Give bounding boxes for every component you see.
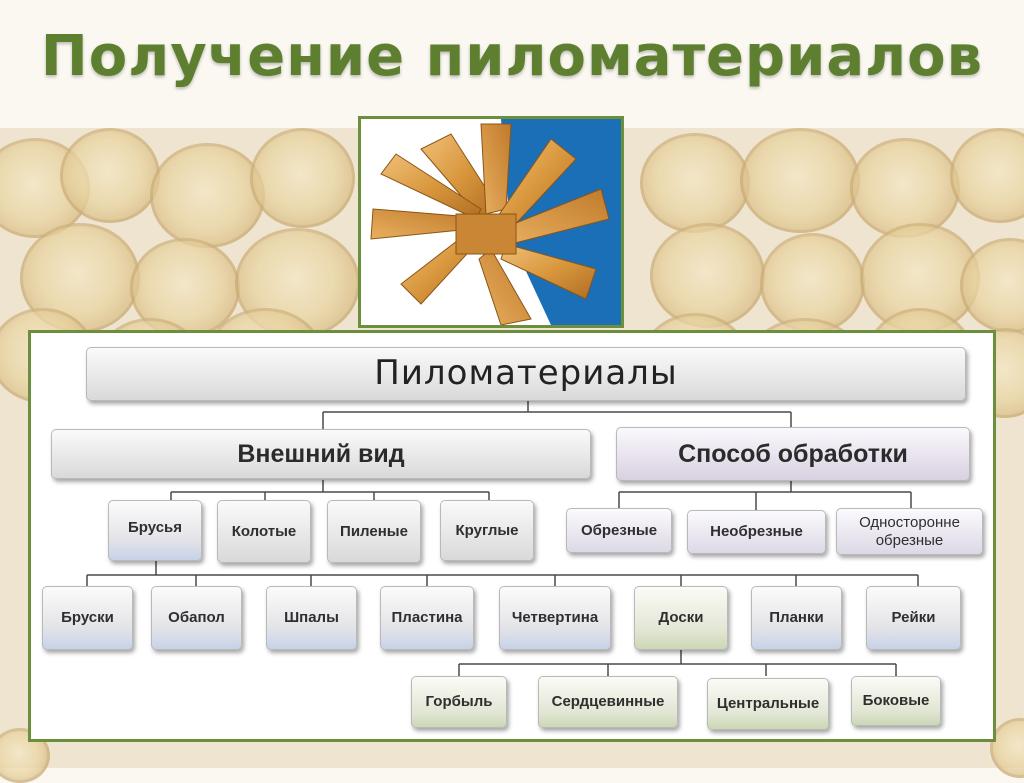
node-doski: Доски — [634, 586, 728, 650]
node-kolotye: Колотые — [217, 500, 311, 563]
node-obreznye: Обрезные — [566, 508, 672, 553]
node-kruglye: Круглые — [440, 500, 534, 561]
node-brusya: Брусья — [108, 500, 202, 561]
root-node: Пиломатериалы — [86, 347, 966, 401]
node-neobreznye: Необрезные — [687, 510, 826, 554]
lumber-classification-diagram: Пиломатериалы Внешний вид Способ обработ… — [28, 330, 996, 742]
category-processing: Способ обработки — [616, 427, 970, 481]
node-reiki: Рейки — [866, 586, 961, 650]
node-chetvertina: Четвертина — [499, 586, 611, 650]
node-bruski: Бруски — [42, 586, 133, 650]
lumber-illustration — [358, 116, 624, 328]
node-bokovye: Боковые — [851, 676, 941, 726]
node-serdtsevinnye: Сердцевинные — [538, 676, 678, 728]
node-planki: Планки — [751, 586, 842, 650]
node-obapol: Обапол — [151, 586, 242, 650]
node-odnostoronne: Односторонне обрезные — [836, 508, 983, 555]
node-plastina: Пластина — [380, 586, 474, 650]
node-pilenye: Пиленые — [327, 500, 421, 563]
connector-lines — [86, 401, 919, 676]
lumber-pile-icon — [370, 119, 621, 325]
category-appearance: Внешний вид — [51, 429, 591, 479]
node-shpaly: Шпалы — [266, 586, 357, 650]
page-title: Получение пиломатериалов — [40, 24, 984, 89]
node-gorbyl: Горбыль — [411, 676, 507, 728]
node-tsentralnye: Центральные — [707, 678, 829, 730]
